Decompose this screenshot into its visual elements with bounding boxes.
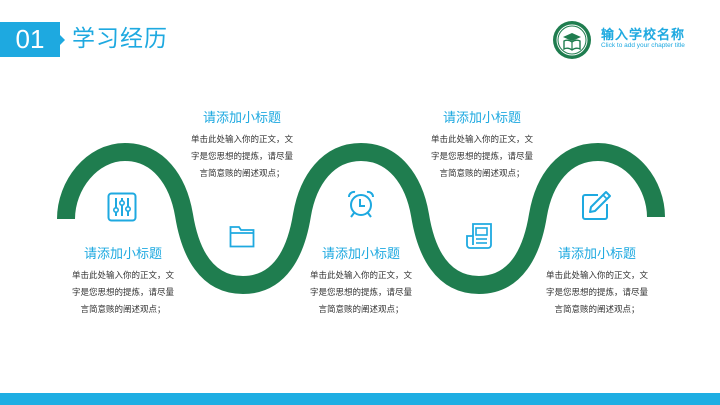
- item-title[interactable]: 请添加小标题: [83, 247, 162, 262]
- timeline-item-5: 请添加小标题 单击此处输入你的正文，文 字是您思想的提炼，请尽量 言简意赅的阐述…: [532, 246, 662, 319]
- timeline-item-2: 请添加小标题 单击此处输入你的正文，文 字是您思想的提炼，请尽量 言简意赅的阐述…: [177, 110, 307, 183]
- item-text-line: 单击此处输入你的正文，文: [430, 135, 533, 145]
- item-text-line: 字是您思想的提炼，请尽量: [71, 288, 174, 298]
- item-text-line: 言简意赅的阐述观点；: [199, 169, 285, 179]
- item-text[interactable]: 单击此处输入你的正文，文 字是您思想的提炼，请尽量 言简意赅的阐述观点；: [177, 132, 307, 183]
- item-text-line: 单击此处输入你的正文，文: [309, 271, 412, 281]
- item-text-line: 言简意赅的阐述观点；: [80, 305, 166, 315]
- item-text-line: 单击此处输入你的正文，文: [545, 271, 648, 281]
- item-text[interactable]: 单击此处输入你的正文，文 字是您思想的提炼，请尽量 言简意赅的阐述观点；: [532, 268, 662, 319]
- timeline-item-1: 请添加小标题 单击此处输入你的正文，文 字是您思想的提炼，请尽量 言简意赅的阐述…: [58, 246, 188, 319]
- alarm-clock-icon: [348, 190, 374, 218]
- item-text-line: 言简意赅的阐述观点；: [318, 305, 404, 315]
- item-title[interactable]: 请添加小标题: [557, 247, 636, 262]
- item-text-line: 言简意赅的阐述观点；: [554, 305, 640, 315]
- newspaper-icon: [466, 223, 492, 249]
- timeline-item-4: 请添加小标题 单击此处输入你的正文，文 字是您思想的提炼，请尽量 言简意赅的阐述…: [417, 110, 547, 183]
- footer-bar: [0, 393, 720, 405]
- school-subtitle[interactable]: Click to add your chapter title: [601, 42, 685, 49]
- item-text-line: 字是您思想的提炼，请尽量: [430, 152, 533, 162]
- page-title: 学习经历: [72, 26, 168, 52]
- item-text[interactable]: 单击此处输入你的正文，文 字是您思想的提炼，请尽量 言简意赅的阐述观点；: [296, 268, 426, 319]
- item-title[interactable]: 请添加小标题: [202, 111, 281, 126]
- item-text-line: 字是您思想的提炼，请尽量: [190, 152, 293, 162]
- school-emblem-icon: [553, 21, 591, 59]
- item-title[interactable]: 请添加小标题: [321, 247, 400, 262]
- item-text[interactable]: 单击此处输入你的正文，文 字是您思想的提炼，请尽量 言简意赅的阐述观点；: [417, 132, 547, 183]
- folder-icon: [229, 226, 255, 248]
- edit-icon: [582, 191, 611, 220]
- section-number-badge: 01: [0, 22, 65, 57]
- school-name[interactable]: 输入学校名称: [601, 28, 686, 43]
- timeline-item-3: 请添加小标题 单击此处输入你的正文，文 字是您思想的提炼，请尽量 言简意赅的阐述…: [296, 246, 426, 319]
- item-text-line: 单击此处输入你的正文，文: [190, 135, 293, 145]
- item-text-line: 言简意赅的阐述观点；: [439, 169, 525, 179]
- item-text-line: 字是您思想的提炼，请尽量: [309, 288, 412, 298]
- item-text-line: 字是您思想的提炼，请尽量: [545, 288, 648, 298]
- item-text[interactable]: 单击此处输入你的正文，文 字是您思想的提炼，请尽量 言简意赅的阐述观点；: [58, 268, 188, 319]
- item-text-line: 单击此处输入你的正文，文: [71, 271, 174, 281]
- sliders-icon: [107, 192, 137, 222]
- item-title[interactable]: 请添加小标题: [442, 111, 521, 126]
